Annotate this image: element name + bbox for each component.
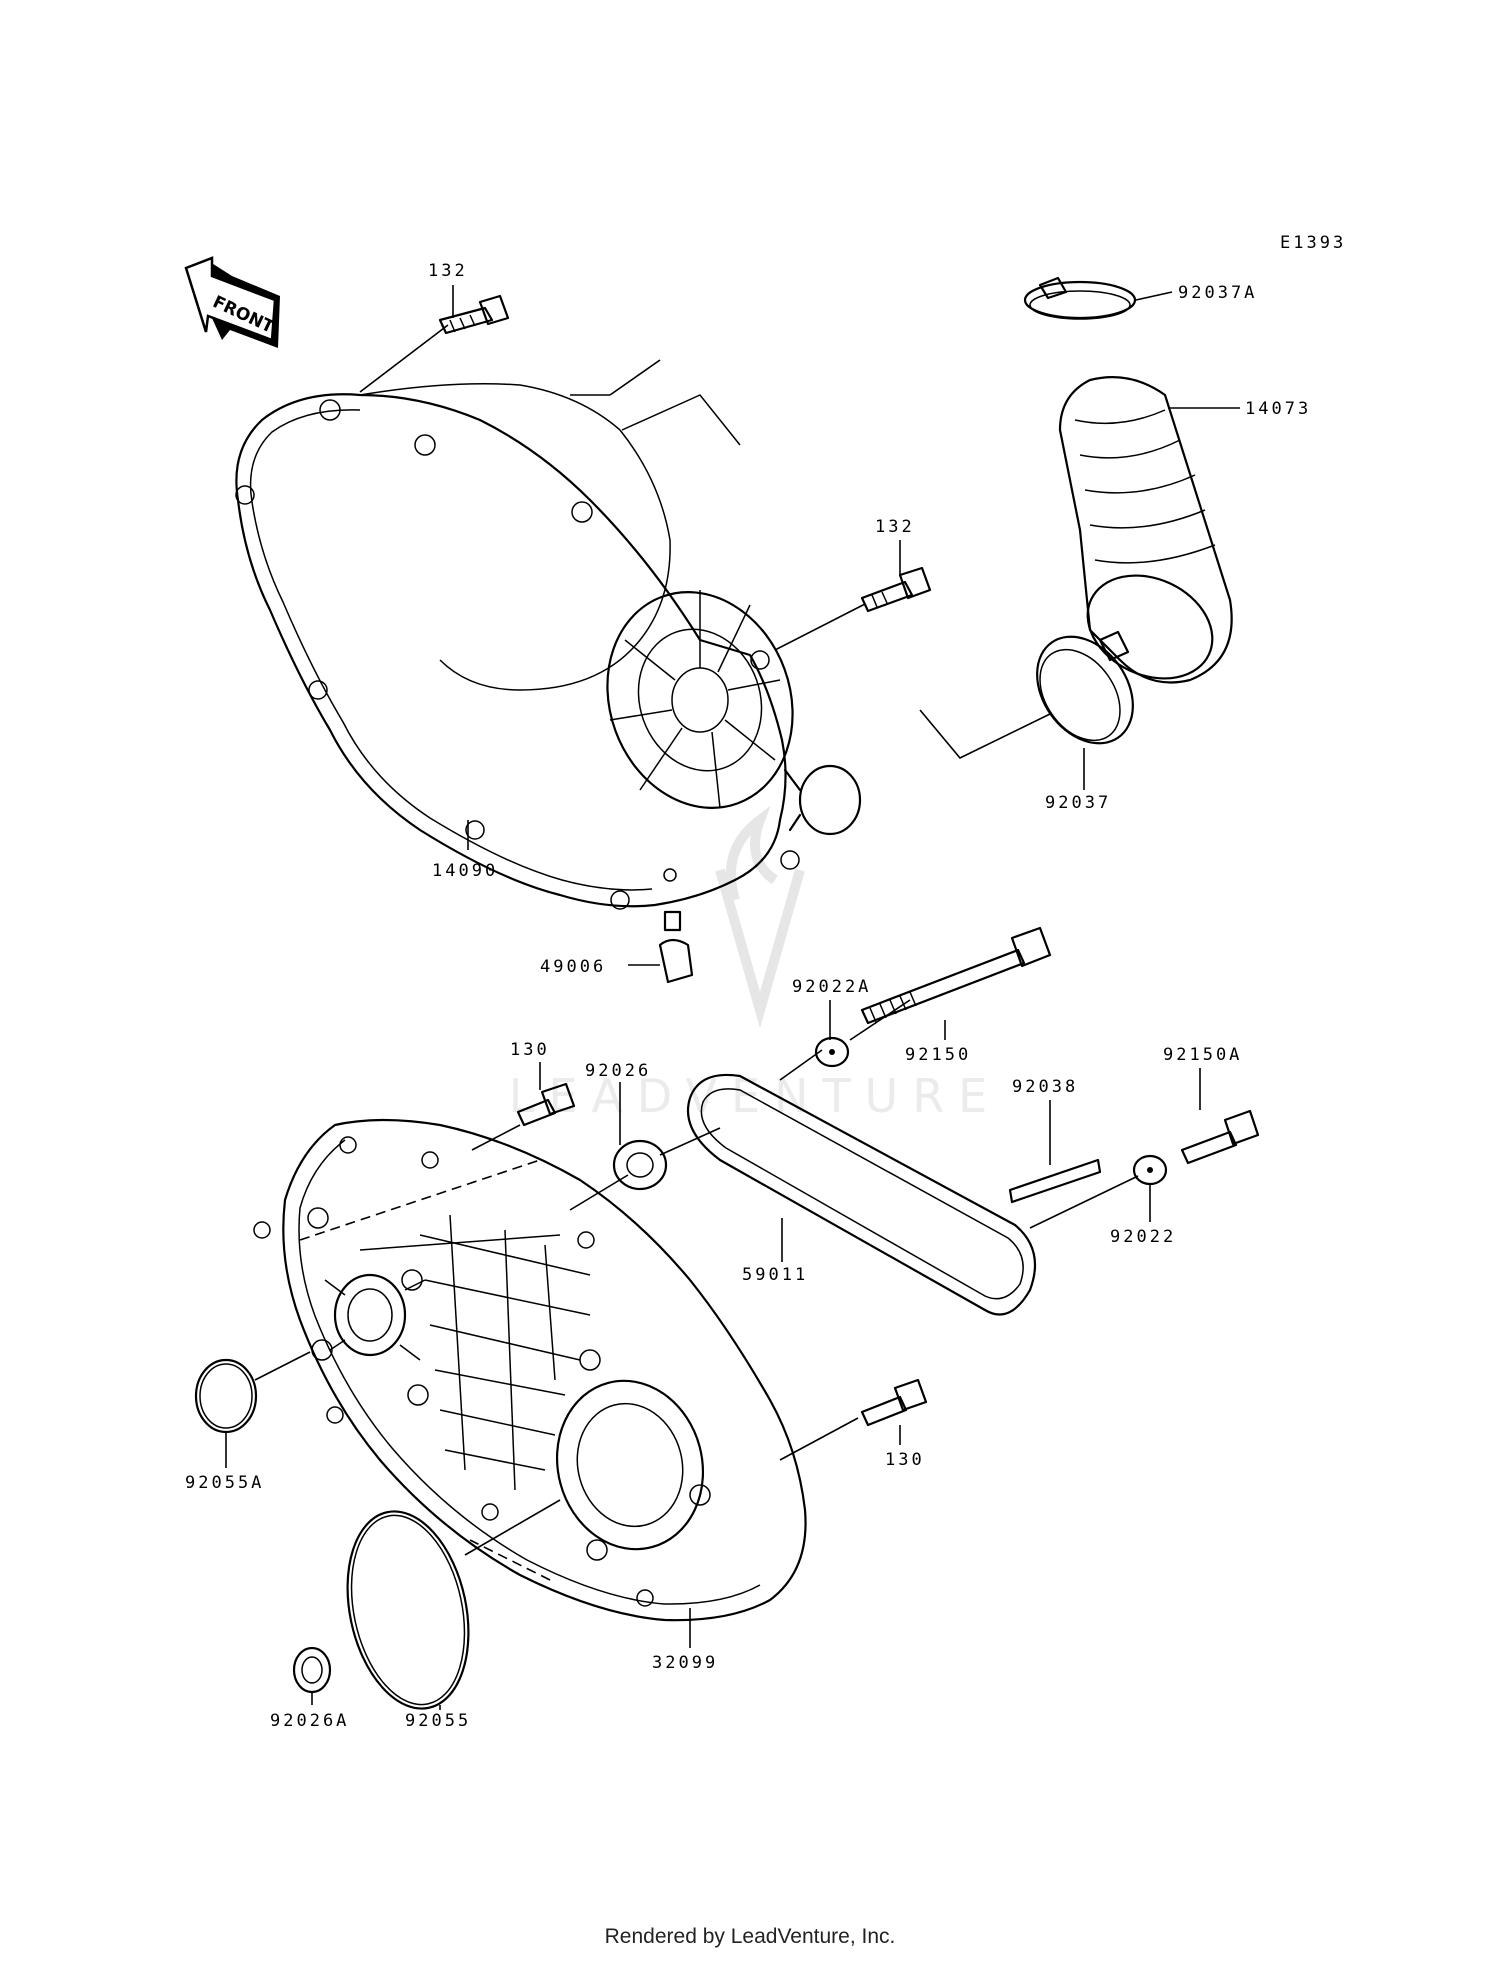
label-132-mid: 132 [875, 517, 915, 537]
diagram-code: E1393 [1280, 233, 1346, 253]
inner-cover-32099 [253, 1118, 807, 1622]
label-132-top: 132 [428, 261, 468, 281]
label-92150A: 92150A [1163, 1045, 1242, 1065]
bolt-132-top [438, 294, 510, 335]
watermark-text: LEADVENTURE [509, 1069, 1002, 1123]
key-92038 [1008, 1158, 1102, 1204]
duct-14073 [1058, 376, 1233, 684]
label-130-top: 130 [510, 1040, 550, 1060]
label-92055: 92055 [405, 1711, 471, 1731]
label-92037A: 92037A [1178, 283, 1257, 303]
label-92055A: 92055A [185, 1473, 264, 1493]
leader-lines-bottom [254, 1159, 859, 1581]
bolt-92150 [860, 926, 1052, 1025]
footer-credit: Rendered by LeadVenture, Inc. [604, 1925, 896, 1948]
label-92026: 92026 [585, 1061, 651, 1081]
oring-92055A [194, 1358, 258, 1434]
leader-lines-top [225, 285, 1240, 1710]
label-130-bottom: 130 [885, 1450, 925, 1470]
bolt-132-mid [860, 566, 932, 613]
clamp-92037 [1036, 630, 1134, 745]
washer-92022A [814, 1036, 850, 1068]
bolt-130-top [516, 1082, 576, 1127]
washer-92026 [612, 1139, 668, 1191]
drain-49006 [658, 910, 694, 984]
label-92037: 92037 [1045, 793, 1111, 813]
label-49006: 49006 [540, 957, 606, 977]
bolt-130-bottom [860, 1378, 928, 1427]
belt-59011 [686, 1073, 1037, 1316]
label-92150: 92150 [905, 1045, 971, 1065]
label-92038: 92038 [1012, 1077, 1078, 1097]
label-32099: 32099 [652, 1653, 718, 1673]
washer-92022 [1132, 1154, 1168, 1186]
label-92022: 92022 [1110, 1227, 1176, 1247]
label-92026A: 92026A [270, 1711, 349, 1731]
bolt-92150A [1180, 1109, 1260, 1165]
label-14090: 14090 [432, 861, 498, 881]
label-92022A: 92022A [792, 977, 871, 997]
outer-cover-14090 [235, 383, 862, 910]
seal-92026A [292, 1646, 332, 1694]
oring-92055 [346, 1510, 470, 1710]
label-14073: 14073 [1245, 399, 1311, 419]
clamp-92037A [1023, 276, 1137, 320]
front-arrow-icon: FRONT [184, 256, 280, 348]
part-labels: 132 132 92037A 14073 92037 14090 49006 9… [185, 261, 1311, 1731]
label-59011: 59011 [742, 1265, 808, 1285]
watermark-logo [715, 805, 805, 1029]
